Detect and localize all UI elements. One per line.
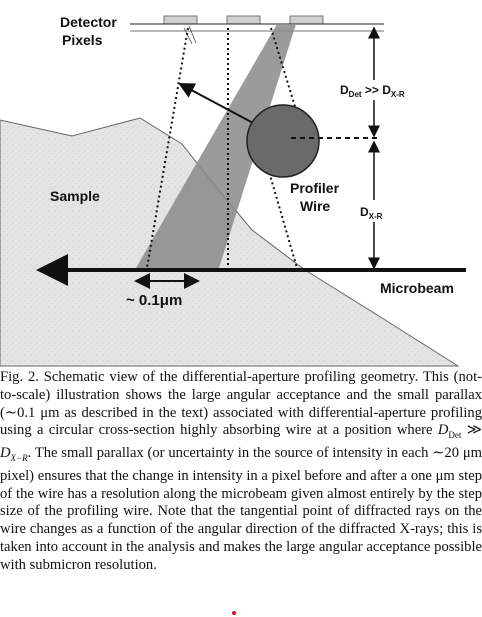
detector-pixel bbox=[163, 15, 198, 25]
dxr-symbol: D bbox=[360, 205, 369, 219]
dxr-label: DX-R bbox=[360, 205, 383, 221]
sample-label: Sample bbox=[50, 188, 100, 204]
ddet-subscript: Det bbox=[448, 430, 462, 441]
caption-text: Fig. 2. Schematic view of the differenti… bbox=[0, 369, 482, 439]
profiler-wire-label: Wire bbox=[300, 198, 330, 214]
width-label: ~ 0.1μm bbox=[126, 292, 182, 309]
line-break-mark bbox=[188, 25, 197, 44]
diffracted-beam-gray bbox=[136, 24, 296, 268]
ddet-label: DDet >> DX-R bbox=[340, 83, 405, 99]
dxr-subscript: X−R bbox=[10, 453, 28, 463]
figure-caption: Fig. 2. Schematic view of the differenti… bbox=[0, 369, 482, 575]
much-greater-symbol: ≫ bbox=[461, 422, 482, 439]
ddet-symbol: D bbox=[340, 83, 349, 97]
ddet-symbol: D bbox=[437, 422, 449, 439]
line-break-mark bbox=[183, 27, 193, 45]
much-greater-symbol: >> bbox=[362, 83, 383, 97]
dxr-symbol: D bbox=[0, 445, 11, 462]
microbeam-label: Microbeam bbox=[380, 280, 454, 296]
dotted-ray bbox=[146, 27, 189, 269]
red-dot-mark bbox=[232, 611, 236, 615]
ddet-subscript: Det bbox=[349, 90, 362, 99]
schematic-figure: Detector Pixels DDet >> DX-R Sample Prof… bbox=[0, 14, 466, 367]
dxr-symbol: D bbox=[382, 83, 391, 97]
sample-region bbox=[0, 117, 460, 367]
dxr-subscript: X-R bbox=[369, 212, 383, 221]
dxr-subscript: X-R bbox=[391, 90, 405, 99]
detector-label: Detector bbox=[60, 14, 117, 30]
detector-pixel bbox=[226, 15, 261, 25]
detector-label: Pixels bbox=[62, 32, 103, 48]
detector-pixel bbox=[289, 15, 324, 25]
profiler-wire-label: Profiler bbox=[290, 180, 340, 196]
profiler-wire bbox=[246, 104, 320, 178]
dotted-ray bbox=[270, 27, 297, 111]
caption-text: . The small parallax (or uncertainty in … bbox=[0, 445, 482, 573]
